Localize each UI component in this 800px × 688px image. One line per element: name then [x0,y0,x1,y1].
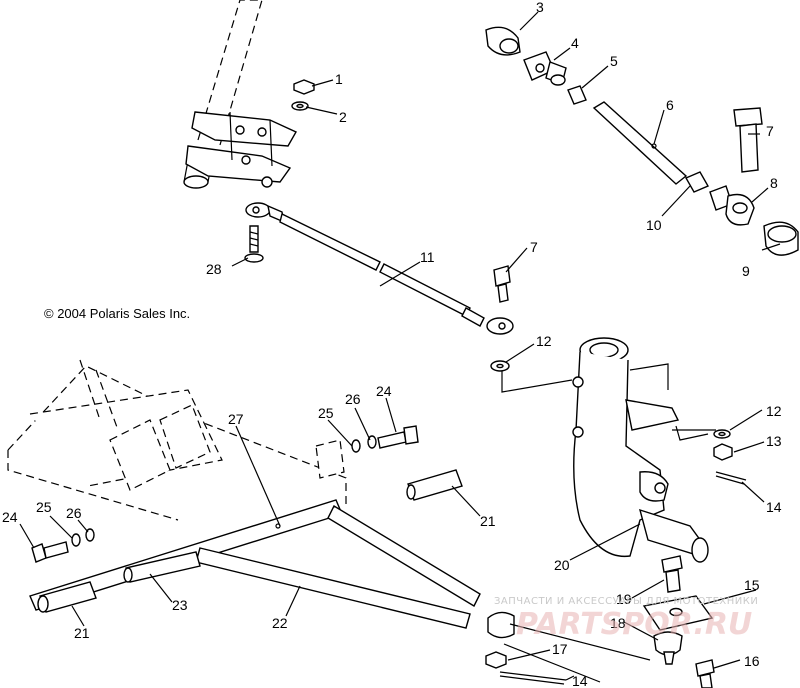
washer-12-top [490,360,510,372]
callout-7-mid: 7 [530,239,538,255]
callout-12-left: 12 [536,333,552,349]
callout-3: 3 [536,0,544,15]
bolt-24-left [31,528,95,563]
callout-6: 6 [666,97,674,113]
callout-23: 23 [172,597,188,613]
callout-14-right: 14 [766,499,782,515]
tie-rod-11 [245,202,514,335]
ball-joint-18 [653,631,683,665]
callout-17: 17 [552,641,568,657]
shaft-6 [592,101,688,185]
cotter-pin-14-bottom [499,671,567,685]
callout-9: 9 [742,263,750,279]
callout-18: 18 [610,615,626,631]
bolt-19 [661,555,683,593]
cotter-pin-14-right [715,471,747,485]
callout-26-right: 26 [345,391,361,407]
pivot-tube-21-right [406,469,463,501]
callout-24-right: 24 [376,383,392,399]
callout-13: 13 [766,433,782,449]
callout-21-right: 21 [480,513,496,529]
leader-lines-knuckle [501,363,716,441]
copyright-text: © 2004 Polaris Sales Inc. [44,306,190,321]
callout-20: 20 [554,557,570,573]
nut-1 [293,79,315,95]
callout-1: 1 [335,71,343,87]
nut-13 [713,443,733,461]
callout-14-bottom: 14 [572,673,588,688]
callout-4: 4 [571,35,579,51]
callout-25-left: 25 [36,499,52,515]
a-arm [29,499,481,629]
a-arm-ball-socket [487,611,651,683]
callout-16: 16 [744,653,760,669]
plate-15 [642,595,714,631]
callout-5: 5 [610,53,618,69]
bolt-7-large [733,107,763,173]
rod-end-4 [523,51,567,86]
callout-28: 28 [206,261,222,277]
spindle-20 [572,337,709,563]
callout-25-right: 25 [318,405,334,421]
frame [7,359,347,521]
bolt-28 [244,225,264,263]
watermark: ЗАПЧАСТИ И АКСЕССУАРЫ ДЛЯ МОТОТЕХНИКИ PA… [494,596,758,642]
bushing-9 [763,221,799,256]
pivot-tube-21-left [37,581,97,613]
steering-stop-bracket [185,111,297,188]
pivot-tube-23 [123,551,201,583]
spacer-10 [685,171,709,193]
rod-end-8 [709,185,755,226]
washer-12-right [713,429,731,439]
callout-26-left: 26 [66,505,82,521]
frame-mount-bracket [315,439,345,479]
nut-17 [485,651,507,669]
watermark-logo: PARTSPOR.RU [516,607,752,642]
callout-27: 27 [228,411,244,427]
callout-7-top: 7 [766,123,774,139]
washer-2 [291,101,309,111]
callouts: 1 2 3 4 5 6 7 8 9 10 11 7 28 12 12 13 14… [2,0,782,688]
callout-15: 15 [744,577,760,593]
callout-24-left: 24 [2,509,18,525]
callout-21-left: 21 [74,625,90,641]
spacer-5 [567,85,587,105]
callout-8: 8 [770,175,778,191]
callout-2: 2 [339,109,347,125]
callout-22: 22 [272,615,288,631]
bushing-3 [485,26,521,56]
bolt-16 [695,659,715,688]
watermark-tagline: ЗАПЧАСТИ И АКСЕССУАРЫ ДЛЯ МОТОТЕХНИКИ [494,596,758,607]
callout-leaders [19,11,781,681]
callout-19: 19 [616,591,632,607]
callout-10: 10 [646,217,662,233]
bolt-24-right [351,425,419,453]
bolt-7-small [493,265,511,303]
callout-11: 11 [420,249,435,265]
callout-12-right: 12 [766,403,782,419]
